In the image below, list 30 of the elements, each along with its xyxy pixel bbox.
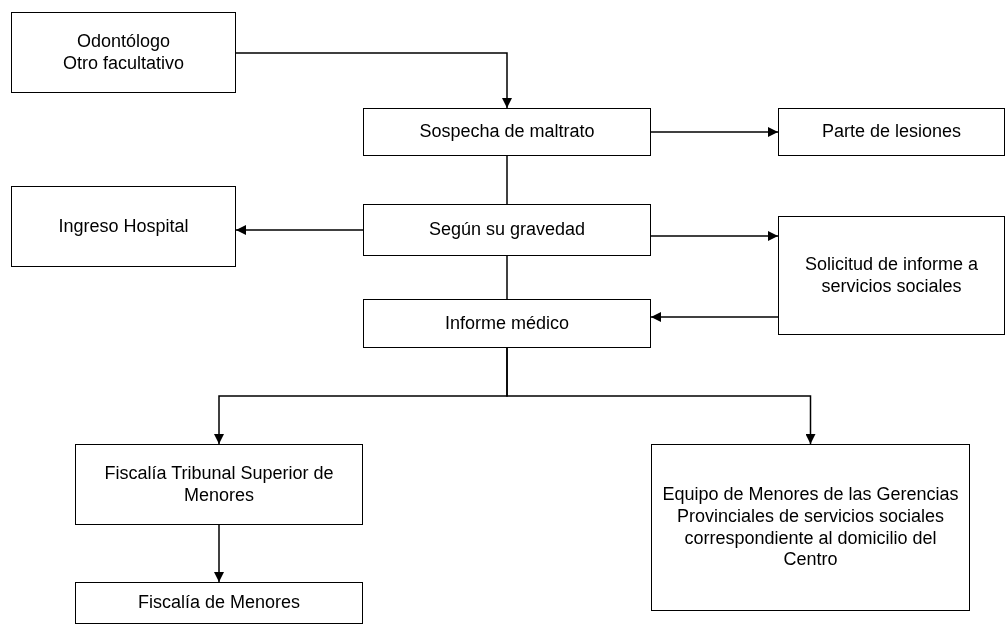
arrow	[650, 231, 779, 241]
box-text: Informe médico	[444, 312, 570, 335]
arrow	[235, 52, 512, 109]
connector-line	[506, 155, 508, 205]
arrow	[235, 225, 364, 235]
box-text: Parte de lesiones	[821, 121, 962, 143]
process-box	[363, 108, 651, 156]
box-text: Fiscalía Tribunal Superior de Menores	[103, 462, 335, 507]
connector-line	[506, 255, 508, 300]
process-box	[75, 444, 363, 525]
process-box	[778, 216, 1005, 335]
arrow	[506, 347, 816, 445]
box-text: Otro facultativo	[62, 52, 185, 75]
arrow	[650, 312, 779, 322]
box-text: Sospecha de maltrato	[419, 121, 595, 143]
box-text: Fiscalía de Menores	[137, 592, 301, 614]
process-box	[363, 204, 651, 256]
box-text: Equipo de Menores de las Gerencias Provinciales de servicios sociales correspondiente al domicilio del Centro	[661, 484, 960, 571]
process-box	[75, 582, 363, 624]
box-text: Odontólogo	[76, 30, 171, 53]
process-box	[11, 12, 236, 93]
process-box	[363, 299, 651, 348]
process-box	[778, 108, 1005, 156]
arrow	[214, 524, 224, 583]
process-box	[651, 444, 970, 611]
box-text: Según su gravedad	[428, 219, 586, 241]
box-text: Ingreso Hospital	[58, 215, 189, 238]
process-box	[11, 186, 236, 267]
arrow	[650, 127, 779, 137]
box-text: Solicitud de informe a servicios sociales	[803, 253, 980, 298]
